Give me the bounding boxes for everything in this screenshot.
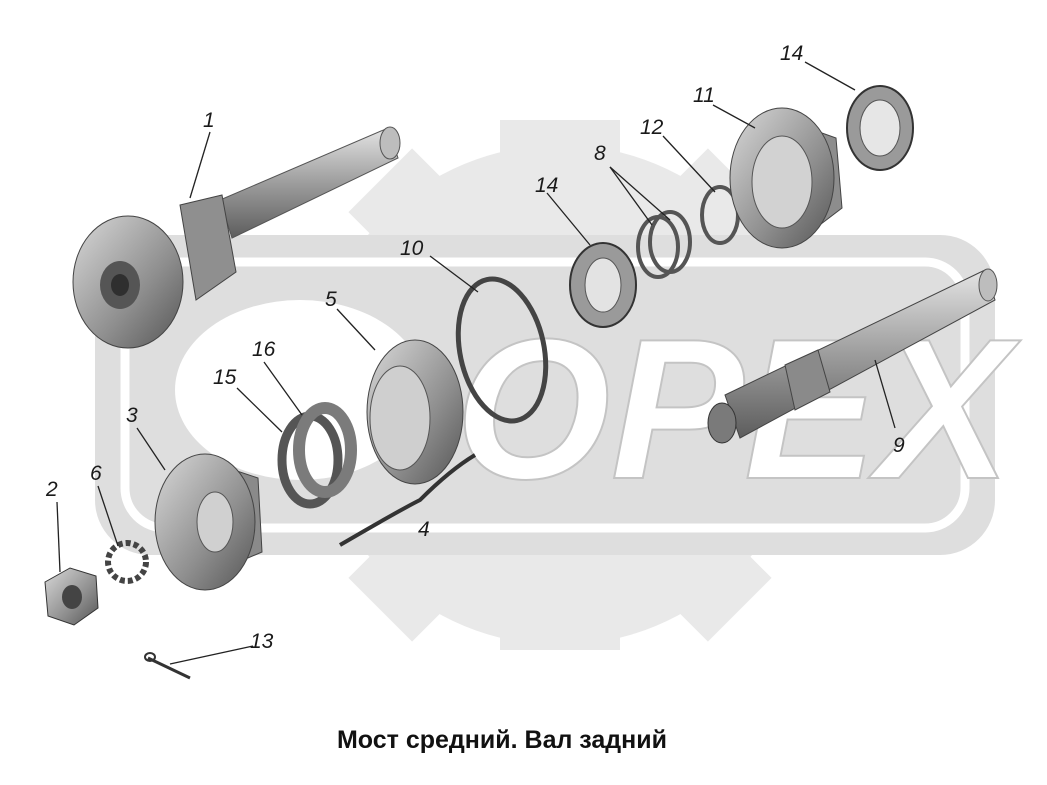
part-3-flange xyxy=(154,453,263,591)
part-14-bearing-middle xyxy=(569,242,637,328)
callout-14-right: 14 xyxy=(780,42,803,65)
callout-5: 5 xyxy=(325,288,337,311)
callout-14-middle: 14 xyxy=(535,174,558,197)
part-5-cup xyxy=(366,339,464,485)
part-2-castle-nut xyxy=(44,567,99,626)
part-6-lock-washer xyxy=(105,540,149,584)
callout-16: 16 xyxy=(252,338,276,361)
callout-6: 6 xyxy=(90,462,102,485)
part-1-shaft-flange xyxy=(72,126,401,349)
callout-2: 2 xyxy=(45,478,58,501)
part-8-snap-rings xyxy=(636,210,692,279)
part-16-ring xyxy=(293,402,357,498)
part-14-bearing-right xyxy=(846,85,914,171)
callout-3: 3 xyxy=(126,404,138,427)
callout-15: 15 xyxy=(213,366,237,389)
callout-11: 11 xyxy=(693,84,715,107)
part-4-seal-strip xyxy=(338,453,477,547)
callout-12: 12 xyxy=(640,116,664,139)
part-11-housing xyxy=(729,107,843,249)
callout-1: 1 xyxy=(203,109,215,132)
part-9-shaft xyxy=(707,268,998,444)
callout-8: 8 xyxy=(594,142,606,165)
callout-10: 10 xyxy=(400,237,424,260)
callout-13: 13 xyxy=(250,630,274,653)
callout-9: 9 xyxy=(893,434,905,457)
callout-4: 4 xyxy=(418,518,430,541)
part-10-gasket xyxy=(455,276,549,424)
callout-labels: 1 2 3 4 5 6 8 9 10 11 12 13 14 14 15 16 xyxy=(45,42,905,653)
diagram-caption: Мост средний. Вал задний xyxy=(296,716,708,764)
leader-lines xyxy=(56,61,896,665)
part-13-cotter-pin xyxy=(144,652,191,680)
